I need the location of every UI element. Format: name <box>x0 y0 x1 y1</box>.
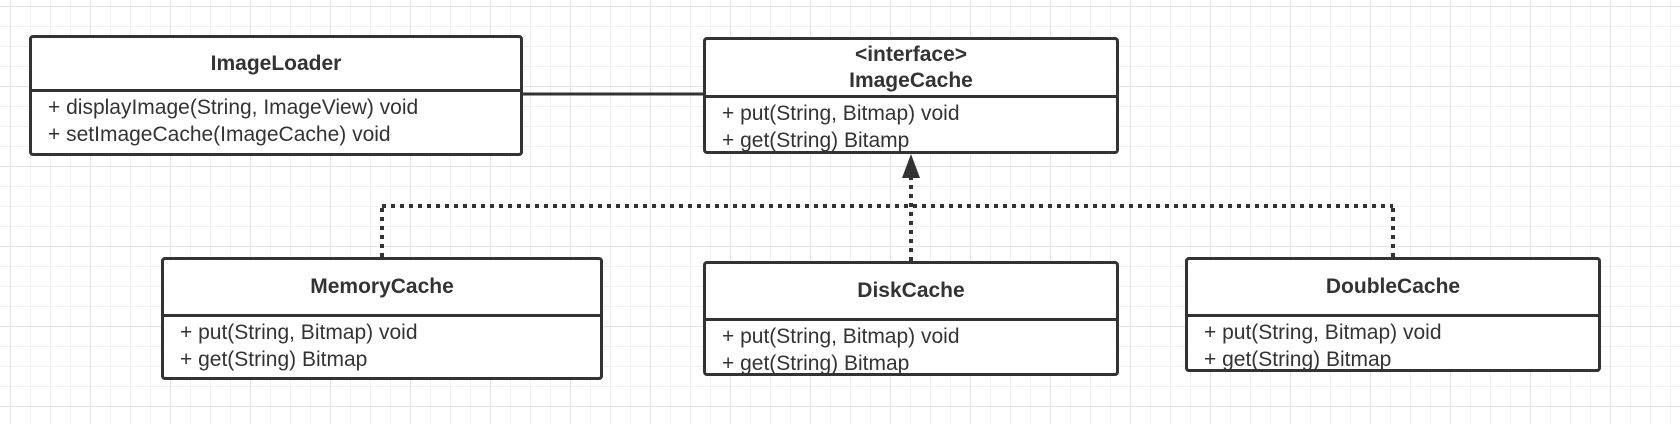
class-method: + put(String, Bitmap) void <box>722 102 960 125</box>
class-header: <interface> ImageCache <box>706 40 1116 98</box>
class-name: DoubleCache <box>1325 275 1461 298</box>
class-method: + put(String, Bitmap) void <box>180 321 418 344</box>
class-method: + setImageCache(ImageCache) void <box>48 123 391 146</box>
interface-stereotype: <interface> <box>854 42 968 66</box>
class-method: + get(String) Bitmap <box>180 348 368 371</box>
class-name: DiskCache <box>857 279 965 302</box>
class-method: + put(String, Bitmap) void <box>1204 321 1442 344</box>
class-header: MemoryCache <box>164 260 600 317</box>
class-name: ImageLoader <box>210 51 342 75</box>
class-method: + get(String) Bitmap <box>722 352 910 375</box>
class-members: + put(String, Bitmap) void + get(String)… <box>706 321 1116 377</box>
class-method: + get(String) Bitamp <box>722 129 910 152</box>
class-members: + put(String, Bitmap) void + get(String)… <box>164 317 600 373</box>
class-memorycache[interactable]: MemoryCache + put(String, Bitmap) void +… <box>161 257 603 380</box>
realization-arrowhead <box>902 154 920 178</box>
class-header: DoubleCache <box>1188 260 1598 317</box>
class-header: DiskCache <box>706 264 1116 321</box>
class-members: + put(String, Bitmap) void + get(String)… <box>1188 317 1598 373</box>
class-name: MemoryCache <box>310 275 454 298</box>
class-members: + displayImage(String, ImageView) void +… <box>32 92 520 148</box>
class-members: + put(String, Bitmap) void + get(String)… <box>706 98 1116 154</box>
class-method: + put(String, Bitmap) void <box>722 325 960 348</box>
class-diskcache[interactable]: DiskCache + put(String, Bitmap) void + g… <box>703 261 1119 376</box>
interface-imagecache[interactable]: <interface> ImageCache + put(String, Bit… <box>703 37 1119 154</box>
class-header: ImageLoader <box>32 38 520 92</box>
class-doublecache[interactable]: DoubleCache + put(String, Bitmap) void +… <box>1185 257 1601 372</box>
class-name: ImageCache <box>849 68 973 92</box>
class-imageloader[interactable]: ImageLoader + displayImage(String, Image… <box>29 35 523 156</box>
class-method: + displayImage(String, ImageView) void <box>48 96 419 119</box>
class-method: + get(String) Bitmap <box>1204 348 1392 371</box>
